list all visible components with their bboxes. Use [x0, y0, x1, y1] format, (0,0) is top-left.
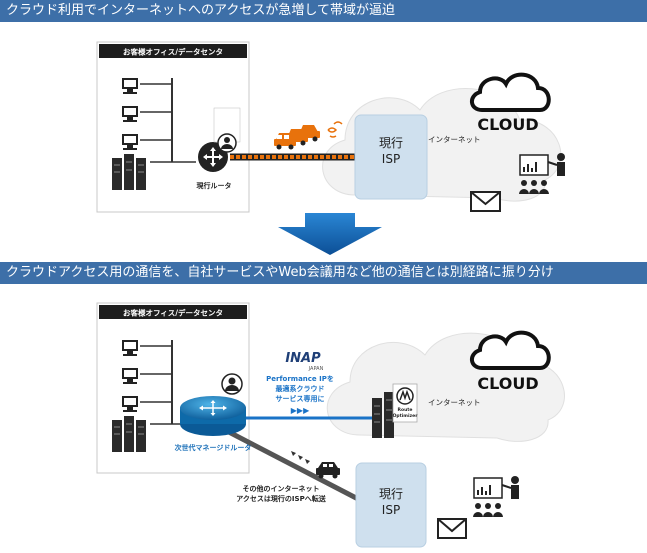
isp-box [354, 114, 428, 200]
monitor-icon [122, 134, 138, 150]
route-caption-line2: 最適系クラウド [276, 384, 325, 393]
monitor-icon [122, 368, 138, 384]
route-arrows: ▶▶▶ [291, 406, 310, 415]
bottom-banner: クラウドアクセス用の通信を、自社サービスやWeb会議用など他の通信とは別経路に振… [0, 262, 647, 284]
presentation-icon [473, 476, 519, 517]
monitor-icon [122, 78, 138, 94]
isp-label-line1: 現行 [379, 487, 403, 501]
managed-router-label: 次世代マネージドルータ [175, 443, 252, 452]
office-title: お客様オフィス/データセンタ [123, 308, 223, 318]
internet-label: インターネット [428, 398, 481, 407]
top-banner: クラウド利用でインターネットへのアクセスが急増して帯域が逼迫 [0, 0, 647, 22]
cloud-icon [470, 72, 551, 112]
route-caption-line3: サービス専用に [276, 394, 325, 403]
route-optimizer-logo-icon [396, 387, 414, 405]
internet-route-line [223, 427, 362, 503]
route-caption-line1: Performance IPを [266, 374, 334, 383]
optimizer-label-line2: Optimizer [393, 413, 419, 419]
mail-icon [470, 191, 501, 212]
internet-label: インターネット [428, 135, 481, 144]
inap-logo-sub: JAPAN [308, 366, 324, 372]
isp-label-line2: ISP [382, 152, 400, 166]
cloud-label: CLOUD [477, 115, 538, 134]
presentation-icon [519, 153, 565, 194]
user-icon [217, 133, 237, 153]
server-rack-icon [112, 416, 146, 452]
isp-box [355, 462, 427, 548]
monitor-icon [122, 396, 138, 412]
inap-logo: INAP [285, 351, 321, 366]
office-title-bar [99, 305, 247, 319]
transition-arrow [278, 213, 382, 255]
monitor-icon [122, 106, 138, 122]
cloud-label: CLOUD [477, 374, 538, 393]
isp-label-line2: ISP [382, 503, 400, 517]
managed-router-icon [180, 396, 246, 436]
other-caption-line1: その他のインターネット [243, 484, 320, 493]
traffic-jam-icon [274, 121, 343, 150]
cloud-icon [470, 330, 551, 370]
office-title-bar [99, 44, 247, 58]
monitor-icon [122, 340, 138, 356]
isp-label-line1: 現行 [379, 136, 403, 150]
car-icon [291, 451, 340, 479]
router-label: 現行ルータ [197, 181, 232, 190]
mail-icon [437, 518, 467, 539]
optimizer-label-line1: Route [398, 407, 413, 413]
user-icon [221, 373, 243, 395]
route-optimizer-servers-icon [372, 392, 394, 438]
server-rack-icon [112, 154, 146, 190]
other-caption-line2: アクセスは現行のISPへ転送 [236, 494, 326, 503]
office-title: お客様オフィス/データセンタ [123, 47, 223, 57]
